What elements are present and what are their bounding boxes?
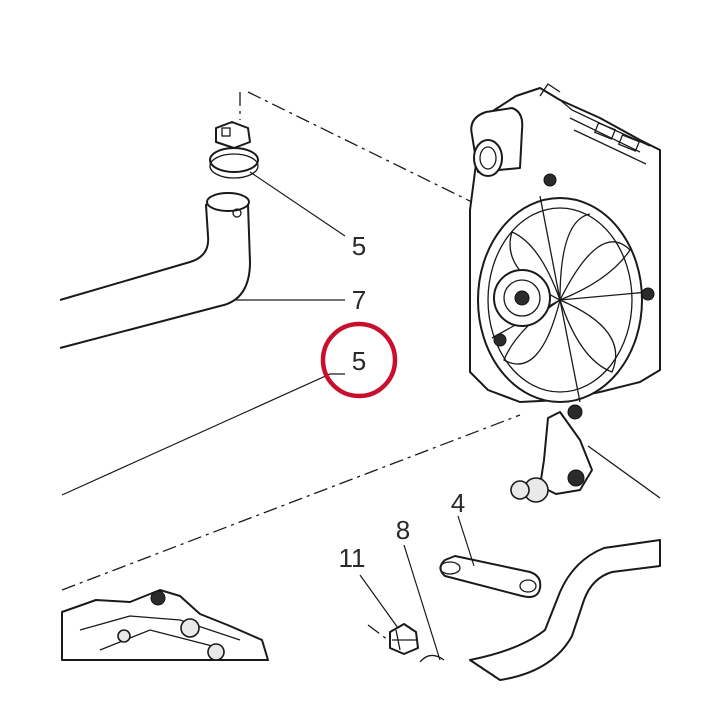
coolant-pipe [419,539,661,681]
highlight-ring [320,321,398,399]
callout-5-highlighted: 5 [352,346,366,376]
callout-11: 11 [339,543,366,573]
assembly-lines [61,91,521,641]
radiator-hose [59,192,251,349]
hose-clamp-upper [209,121,259,179]
radiator-fan-assembly [469,83,661,503]
callout-8: 8 [396,515,410,545]
hose-clip [389,623,419,655]
pump-housing [61,589,269,661]
callout-4: 4 [451,488,465,518]
leader-lines [61,171,475,661]
callout-5-upper: 5 [352,231,366,261]
strap [439,555,542,598]
callout-7: 7 [352,285,366,315]
